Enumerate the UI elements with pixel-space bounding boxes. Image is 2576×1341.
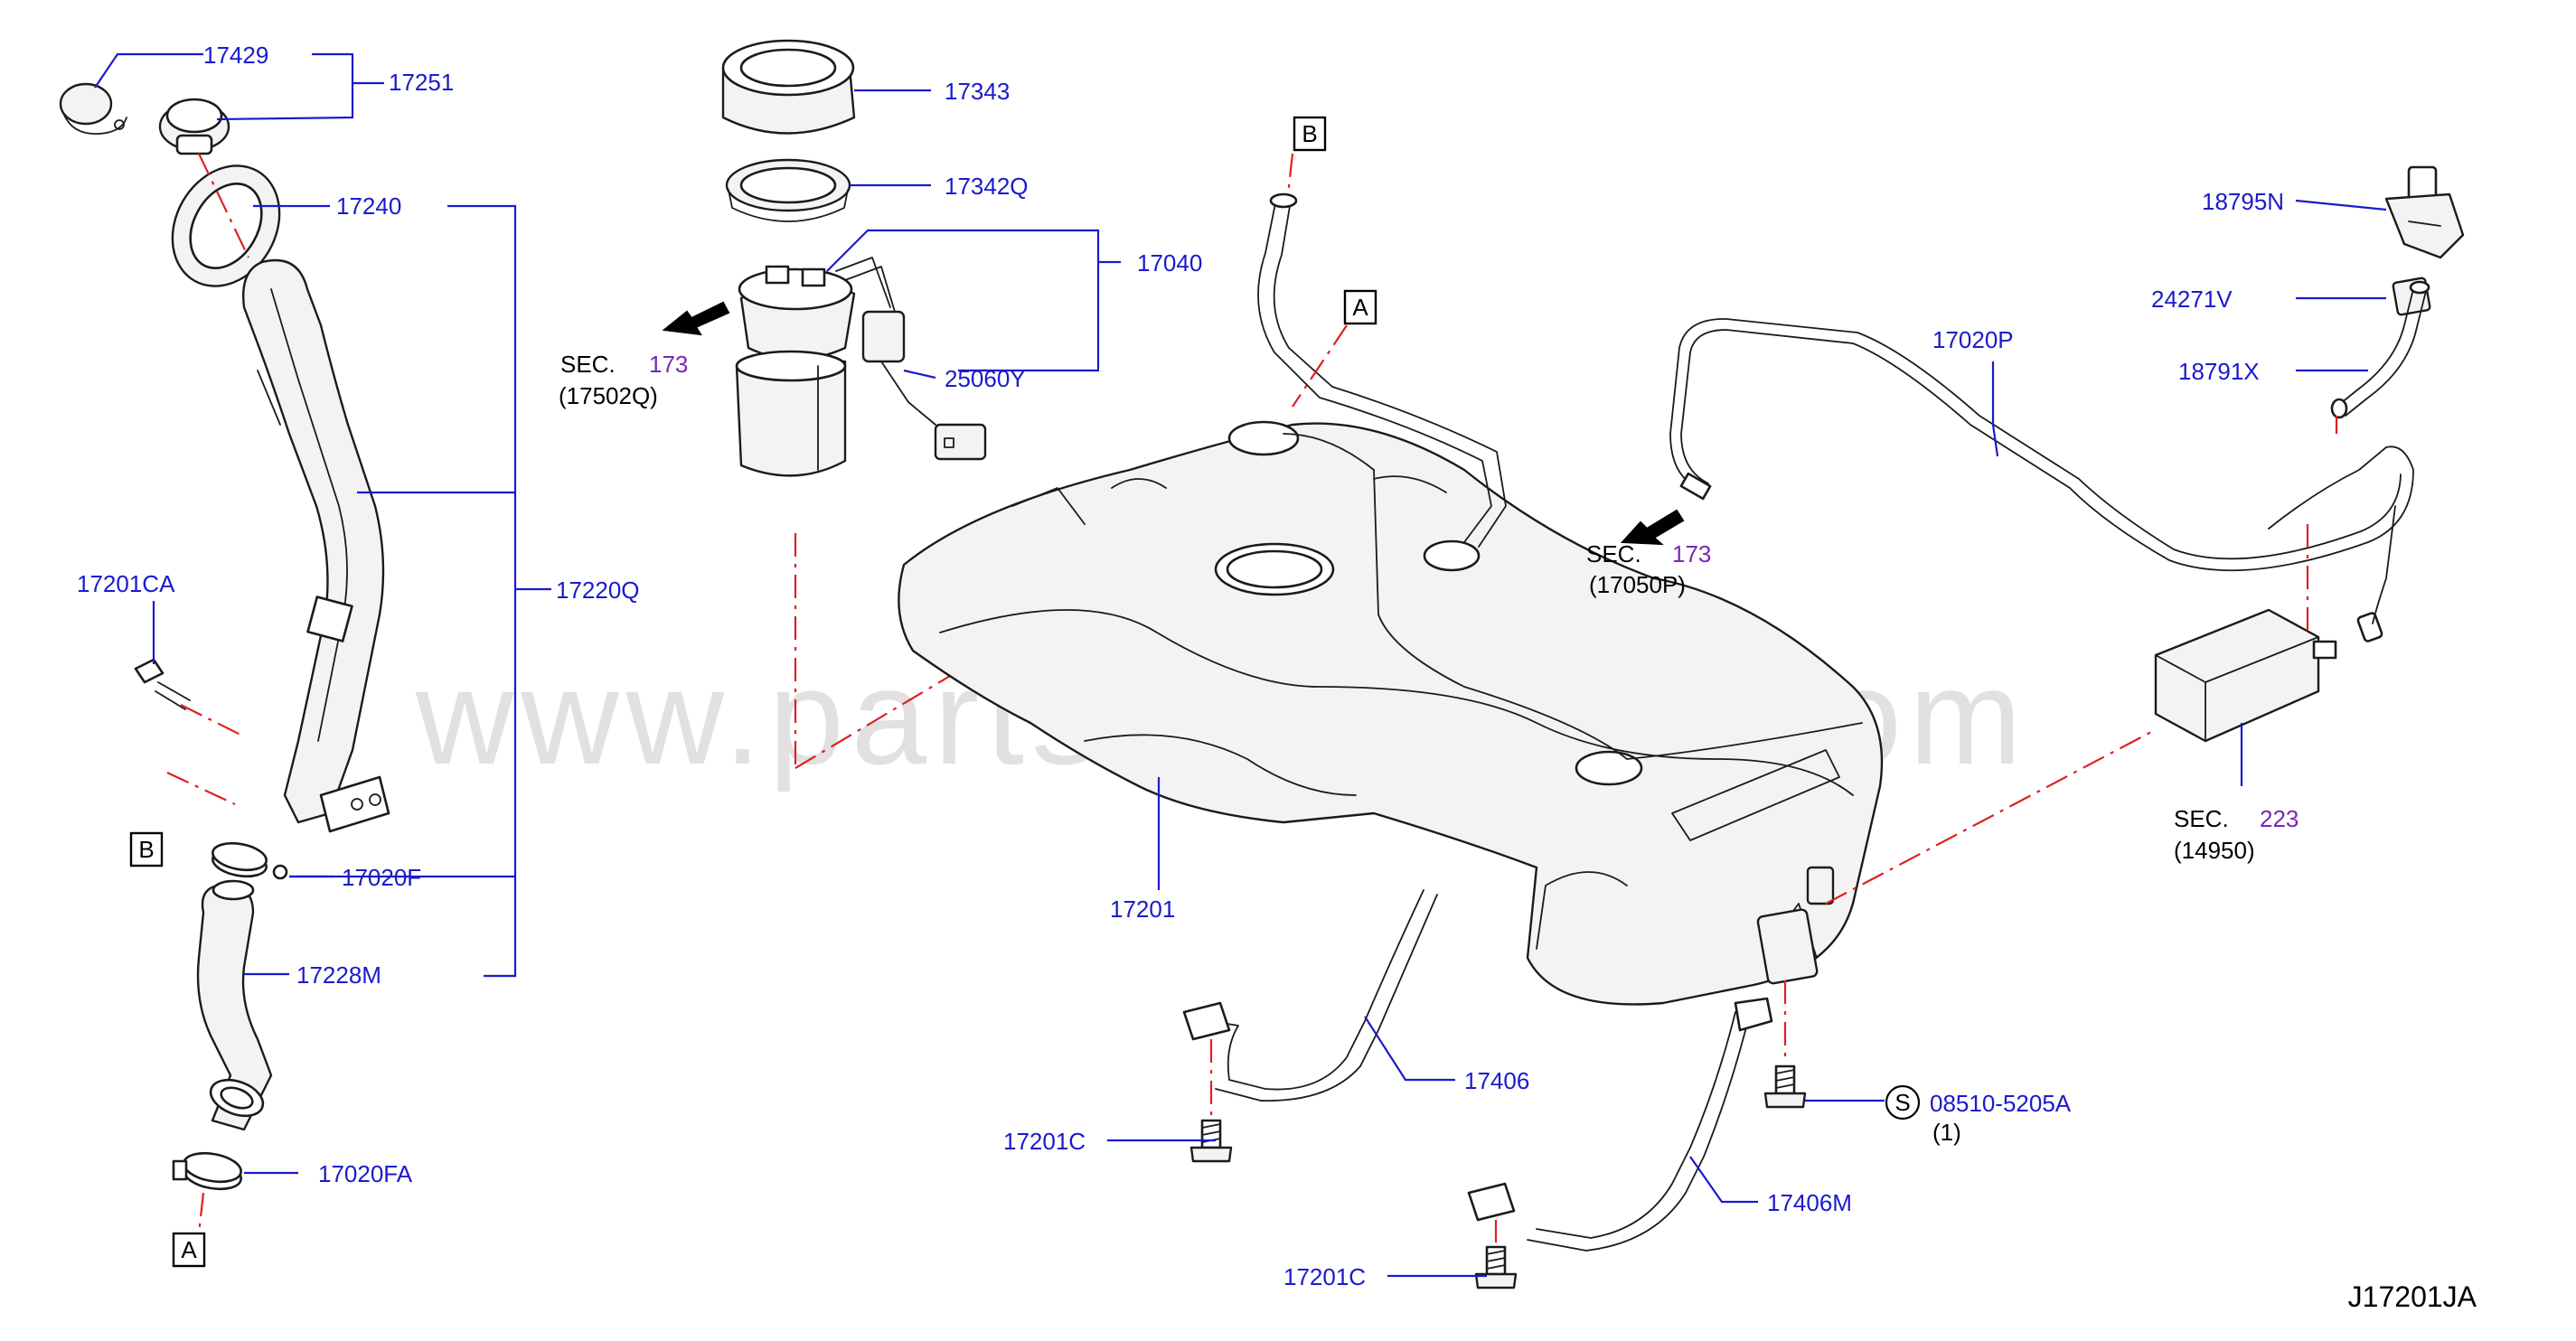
fuel-filler-cap-17429[interactable] xyxy=(59,82,127,135)
lock-ring-17343[interactable] xyxy=(721,39,856,135)
diagram-code: J17201JA xyxy=(2348,1280,2477,1313)
hose-clamp-17020FA[interactable] xyxy=(172,1149,243,1194)
svg-text:08510-5205A: 08510-5205A xyxy=(1930,1090,2072,1117)
leader-17406M xyxy=(1689,1156,1758,1204)
leader-17220Q xyxy=(289,204,551,978)
callout-17342Q[interactable]: 17342Q xyxy=(945,173,1029,200)
bolt-17201CA[interactable] xyxy=(134,658,191,710)
callout-18795N[interactable]: 18795N xyxy=(2202,188,2284,215)
callout-17040[interactable]: 17040 xyxy=(1137,249,1202,277)
svg-text:(17502Q): (17502Q) xyxy=(559,382,658,409)
svg-text:173: 173 xyxy=(1672,540,1711,567)
callout-17201C-left[interactable]: 17201C xyxy=(1003,1128,1086,1155)
alignment-line xyxy=(1825,731,2152,905)
callout-17406[interactable]: 17406 xyxy=(1464,1067,1529,1094)
leader-17040 xyxy=(826,229,1121,372)
alignment-line xyxy=(1286,153,1294,195)
fuel-filler-cap-17251[interactable] xyxy=(158,98,230,155)
svg-text:B: B xyxy=(1302,120,1317,147)
bolt-08510-5205A[interactable] xyxy=(1763,1064,1807,1109)
callout-17429[interactable]: 17429 xyxy=(203,42,268,69)
section-ref-canister[interactable]: SEC. 223 (14950) xyxy=(2174,805,2299,864)
evap-tube-17020P[interactable] xyxy=(1669,318,2414,642)
callout-17220Q[interactable]: 17220Q xyxy=(556,577,640,604)
callout-17020FA[interactable]: 17020FA xyxy=(318,1160,413,1187)
svg-text:(17050P): (17050P) xyxy=(1589,571,1686,598)
hose-17228M[interactable] xyxy=(196,879,273,1131)
strap-17406M[interactable] xyxy=(1467,997,1773,1252)
svg-text:(14950): (14950) xyxy=(2174,837,2255,864)
fuel-tank-17201[interactable] xyxy=(898,420,1884,1006)
alignment-line xyxy=(794,487,1266,769)
connector-18795N[interactable] xyxy=(2384,165,2465,259)
bolt-17201C-bottom[interactable] xyxy=(1474,1245,1518,1289)
svg-text:SEC.: SEC. xyxy=(2174,805,2229,832)
leader-17406 xyxy=(1364,1016,1455,1082)
callout-17228M[interactable]: 17228M xyxy=(296,961,381,989)
callout-17020P[interactable]: 17020P xyxy=(1932,326,2014,353)
callout-17240[interactable]: 17240 xyxy=(336,192,401,220)
svg-text:B: B xyxy=(138,836,154,863)
strap-17406[interactable] xyxy=(1182,889,1438,1102)
alignment-line xyxy=(166,772,236,805)
fuel-pump-module-17040[interactable] xyxy=(735,257,896,477)
alignment-line xyxy=(180,704,245,737)
alignment-line xyxy=(197,1192,205,1234)
alignment-line xyxy=(198,153,249,258)
svg-text:173: 173 xyxy=(649,351,688,378)
callout-25060Y[interactable]: 25060Y xyxy=(945,365,1026,392)
svg-text:A: A xyxy=(181,1236,197,1263)
level-sensor-25060Y[interactable] xyxy=(861,310,987,461)
svg-text:S: S xyxy=(1894,1089,1910,1116)
section-arrow-tube xyxy=(1620,509,1685,546)
leader-25060Y xyxy=(903,369,936,380)
leader-17429 xyxy=(94,52,203,89)
section-arrow-pump xyxy=(662,301,730,336)
ref-box-B-left: B xyxy=(129,831,164,867)
svg-text:SEC.: SEC. xyxy=(1586,540,1641,567)
callout-17343[interactable]: 17343 xyxy=(945,78,1010,105)
svg-text:A: A xyxy=(1352,294,1368,321)
callout-17201CA[interactable]: 17201CA xyxy=(77,570,175,597)
gasket-17342Q[interactable] xyxy=(725,158,851,222)
leader-17020P xyxy=(1991,361,1999,457)
section-ref-pump[interactable]: SEC. 173 (17502Q) xyxy=(559,351,688,409)
callout-17251[interactable]: 17251 xyxy=(389,69,454,96)
filler-vent-tube[interactable] xyxy=(1257,192,1863,760)
callout-08510-5205A[interactable]: S 08510-5205A (1) xyxy=(1885,1084,2072,1146)
svg-text:(1): (1) xyxy=(1932,1119,1961,1146)
filler-tube-17220Q[interactable] xyxy=(242,258,390,833)
evap-canister[interactable] xyxy=(2154,608,2337,743)
callout-17020F[interactable]: 17020F xyxy=(342,864,421,891)
callout-17201C-bottom[interactable]: 17201C xyxy=(1283,1263,1366,1290)
svg-text:223: 223 xyxy=(2260,805,2299,832)
hose-clamp-17020F[interactable] xyxy=(211,839,288,880)
alignment-line xyxy=(1292,324,1348,408)
hose-18791X[interactable] xyxy=(2330,280,2430,419)
ref-box-A-top: A xyxy=(1343,289,1377,325)
callout-17406M[interactable]: 17406M xyxy=(1767,1189,1852,1216)
callout-24271V[interactable]: 24271V xyxy=(2151,286,2233,313)
leader-18795N xyxy=(2295,199,2387,211)
callout-17201[interactable]: 17201 xyxy=(1110,896,1175,923)
leader-17251 xyxy=(216,52,384,121)
ref-box-A-bottom: A xyxy=(172,1232,206,1268)
svg-text:SEC.: SEC. xyxy=(560,351,616,378)
section-ref-tube[interactable]: SEC. 173 (17050P) xyxy=(1586,540,1711,598)
callout-18791X[interactable]: 18791X xyxy=(2178,358,2260,385)
ref-box-B-top: B xyxy=(1293,116,1327,152)
